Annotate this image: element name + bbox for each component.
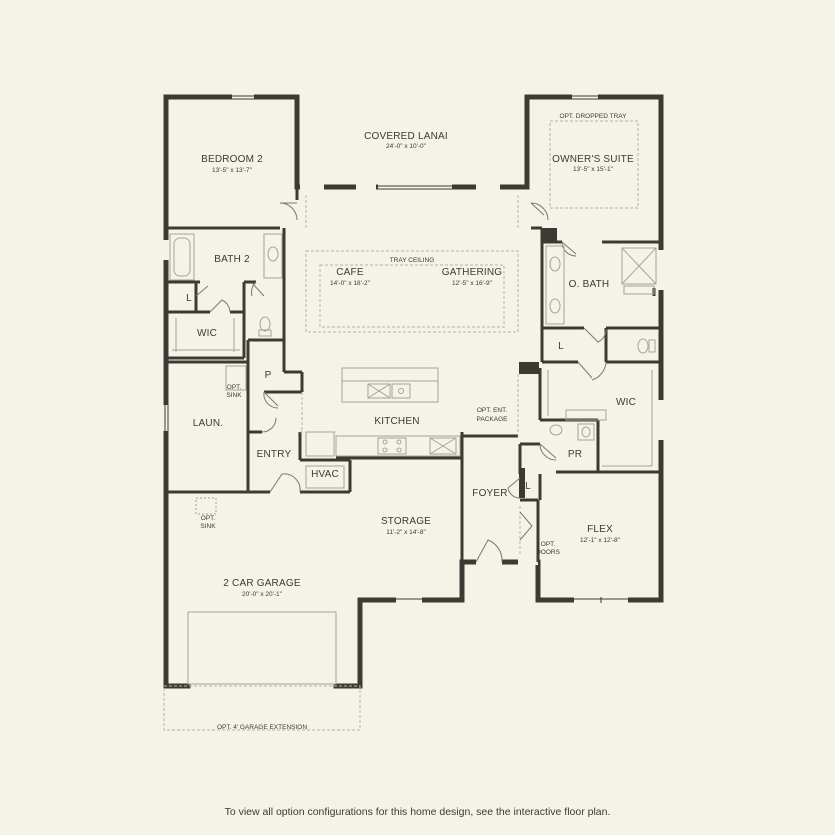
tray-ceiling-label: TRAY CEILING (390, 257, 435, 264)
gathering-dims: 12'-5" x 16'-9" (452, 280, 493, 287)
pr-label: PR (568, 449, 582, 460)
opt-sink1-line2: SINK (226, 392, 242, 399)
opt-sink2-line1: OPT. (201, 515, 216, 522)
kitchen-counter (335, 435, 461, 457)
doors (195, 202, 607, 563)
entry-label: ENTRY (257, 449, 292, 460)
garage-extension-label: OPT. 4' GARAGE EXTENSION (217, 724, 307, 731)
obath-vanity (545, 245, 565, 325)
obath-label: O. BATH (569, 279, 610, 290)
shower (621, 247, 657, 285)
laundry-label: LAUN. (193, 418, 223, 429)
dashed-outlines (163, 120, 639, 731)
pantry-label: P (265, 370, 272, 381)
linen2-label: L (558, 341, 564, 352)
owners-suite-label: OWNER'S SUITE (552, 154, 634, 165)
room-labels: COVERED LANAI 24'-0" x 10'-0" BEDROOM 2 … (186, 113, 636, 731)
flex-dims: 12'-1" x 12'-8" (580, 537, 621, 544)
opt-sink1-line1: OPT. (227, 384, 242, 391)
garage-door (187, 611, 337, 685)
opt-doors-line2: DOORS (536, 549, 561, 556)
cafe-dims: 14'-0" x 18'-2" (330, 280, 371, 287)
garage-dims: 20'-0" x 20'-1" (242, 591, 283, 598)
kitchen-island (341, 367, 439, 403)
obath-toilet (637, 338, 649, 354)
opt-sink2-line2: SINK (200, 523, 216, 530)
bedroom2-dims: 13'-5" x 13'-7" (212, 167, 253, 174)
garage-label: 2 CAR GARAGE (223, 578, 301, 589)
bedroom2-label: BEDROOM 2 (201, 154, 263, 165)
flex-label: FLEX (587, 524, 613, 535)
interior-walls (166, 187, 661, 562)
opt-doors-line1: OPT. (541, 541, 556, 548)
covered-lanai-dims: 24'-0" x 10'-0" (386, 143, 427, 150)
ent-package-line2: PACKAGE (477, 416, 509, 423)
linen1-label: L (186, 293, 192, 304)
hvac-label: HVAC (311, 469, 339, 480)
opt-dropped-tray-label: OPT. DROPPED TRAY (560, 113, 628, 120)
covered-lanai-label: COVERED LANAI (364, 131, 448, 142)
bath2-label: BATH 2 (214, 254, 250, 265)
windows (163, 94, 664, 603)
cafe-label: CAFE (336, 267, 364, 278)
storage-dims: 11'-2" x 14'-8" (386, 529, 426, 536)
fixtures (169, 233, 657, 515)
footer-note: To view all option configurations for th… (224, 806, 611, 818)
foyer-label: FOYER (472, 488, 507, 499)
linen3-label: L (525, 481, 531, 492)
ent-package-line1: OPT. ENT. (477, 407, 508, 414)
wall-columns (519, 228, 557, 498)
bathtub (169, 233, 195, 281)
storage-label: STORAGE (381, 516, 431, 527)
owners-suite-dims: 13'-5" x 15'-1" (573, 166, 614, 173)
pr-toilet (549, 424, 563, 436)
wic2-label: WIC (616, 397, 636, 408)
bath2-toilet (259, 316, 271, 332)
gathering-label: GATHERING (442, 267, 503, 278)
kitchen-label: KITCHEN (374, 416, 419, 427)
wic1-label: WIC (197, 328, 217, 339)
bath2-vanity (263, 233, 283, 279)
